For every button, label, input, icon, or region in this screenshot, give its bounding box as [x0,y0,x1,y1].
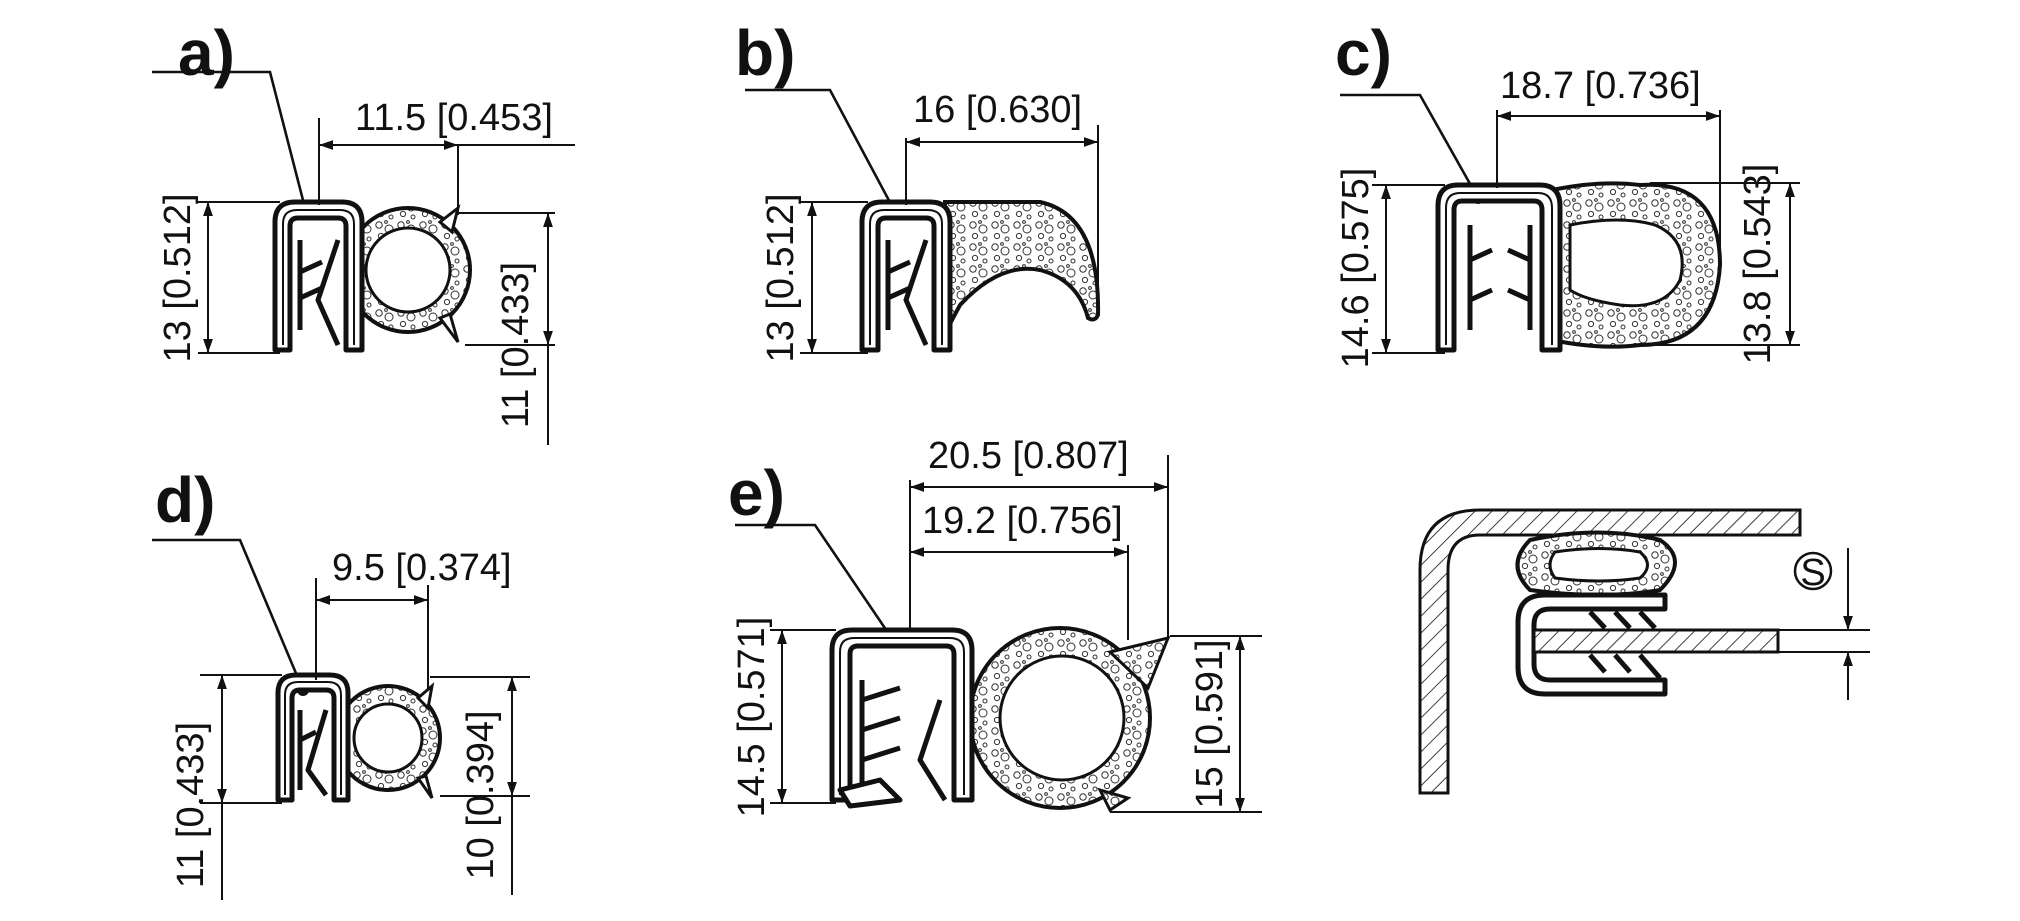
profile-a-leader-line [152,70,307,209]
profile-c-label: c) [1335,17,1392,89]
profile-d-bulb-height-value: 10 [0.394] [460,710,502,879]
profile-b-width-value: 16 [0.630] [913,89,1082,131]
profile-b-foam-lip [943,200,1101,325]
profile-e-bulb-width-value: 19.2 [0.756] [922,500,1123,542]
profile-b-u-channel [859,199,953,353]
profile-d-label: d) [155,464,215,536]
profile-c: c) 18.7 [0.736] 14.6 [0.575] 13.8 [0.543… [1335,17,1800,368]
angled-sheet-metal [1418,508,1802,795]
profile-e-label: e) [728,457,785,529]
profile-c-width-value: 18.7 [0.736] [1500,65,1701,107]
profile-a-width-value: 11.5 [0.453] [355,97,553,139]
profile-c-u-channel [1435,182,1563,353]
profile-e-gripping-fins [859,680,948,802]
profile-d-leader-line [152,538,305,691]
profile-b-height-value: 13 [0.512] [760,193,802,362]
profile-a-height-value: 13 [0.512] [157,193,199,362]
profile-d: d) 9.5 [0.374] 11 [0.433] 10 [0.394] [152,464,530,900]
profile-b-leader-line [745,88,895,209]
profile-b: b) 16 [0.630] 13 [0.512] [735,17,1101,363]
installation-view: S [1418,508,1870,795]
profile-d-gripping-fins [297,709,329,797]
profile-e: e) 20.5 [0.807] 19.2 [0.756] 14.5 [0.571… [728,435,1262,817]
profile-c-leader-line [1340,93,1480,199]
profile-e-bulb-height-value: 15 [0.591] [1189,639,1231,808]
inserted-flange [1532,628,1780,654]
profile-e-u-channel [829,627,975,803]
profile-c-height-value: 14.6 [0.575] [1335,168,1377,369]
profile-a-u-channel [272,199,365,353]
installed-gripping-fins [1588,610,1662,680]
profile-d-u-channel [275,672,351,803]
thickness-symbol-circle [1793,551,1833,591]
profile-c-bulb-height-value: 13.8 [0.543] [1737,164,1779,365]
profile-a: a) 11.5 [0.453] 13 [0.512] 11 [0.433] [152,17,575,445]
profile-b-label: b) [735,17,795,89]
profile-a-label: a) [178,17,235,89]
installed-u-channel [1515,592,1668,697]
profile-e-overall-width-value: 20.5 [0.807] [928,435,1129,477]
profile-b-gripping-fins [885,239,929,347]
profile-d-height-value: 11 [0.433] [170,722,212,888]
profile-e-leader-line [735,523,895,641]
profile-d-width-value: 9.5 [0.374] [332,547,512,589]
profile-a-bulb-height-value: 11 [0.433] [495,262,537,428]
profile-c-gripping-fins [1467,225,1533,330]
profile-a-gripping-fins [297,239,341,347]
thickness-symbol-text: S [1800,552,1825,594]
profile-e-height-value: 14.5 [0.571] [731,617,773,818]
